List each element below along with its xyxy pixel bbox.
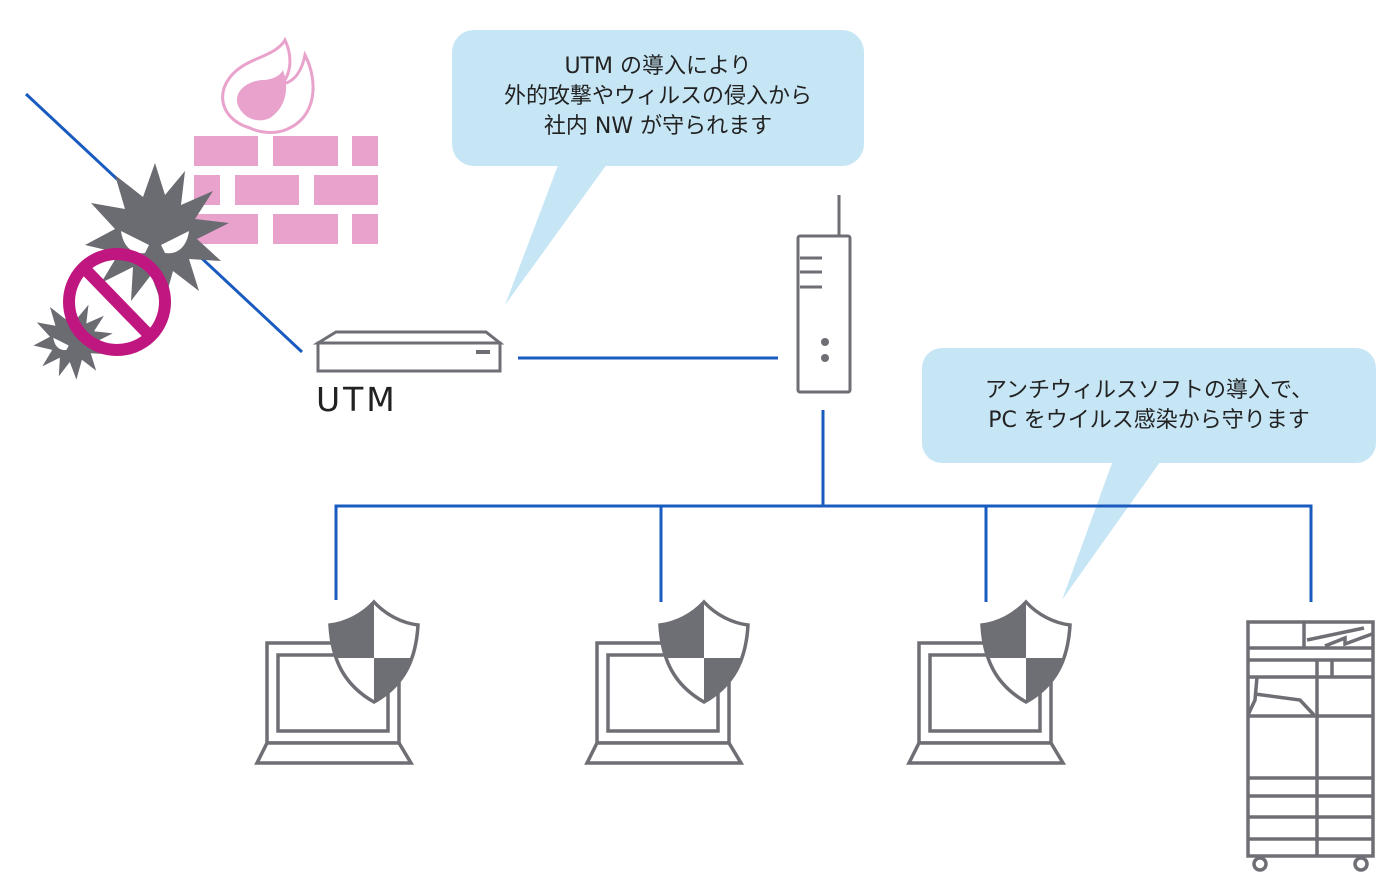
- shield-icon: [328, 599, 420, 705]
- utm-label: UTM: [316, 380, 398, 419]
- laptop-body: [254, 641, 415, 765]
- protected-laptops: [254, 599, 1072, 765]
- utm-callout-bubble: [452, 30, 864, 305]
- router-icon: [796, 195, 852, 394]
- laptop-icon-2: [584, 599, 750, 765]
- flame-icon: [221, 36, 315, 134]
- utm-device-icon: [312, 330, 505, 373]
- callout-line: 社内 NW が守られます: [543, 114, 773, 139]
- firewall-icon: [194, 36, 378, 244]
- laptop-icon-3: [906, 599, 1072, 765]
- callout-line: 外的攻撃やウィルスの侵入から: [503, 84, 812, 109]
- antivirus-callout-bubble: [922, 348, 1376, 600]
- callout-line: PC をウイルス感染から守ります: [988, 408, 1310, 433]
- laptop-icon-1: [254, 599, 420, 765]
- callout-line: アンチウィルスソフトの導入で、: [984, 378, 1314, 403]
- shield-icon: [980, 599, 1072, 705]
- antivirus-callout-text: アンチウィルスソフトの導入で、 PC をウイルス感染から守ります: [922, 376, 1376, 436]
- shield-icon: [658, 599, 750, 705]
- utm-callout-text: UTM の導入により 外的攻撃やウィルスの侵入から 社内 NW が守られます: [452, 52, 864, 142]
- virus-icon: [33, 163, 229, 380]
- block-sign-icon: [63, 248, 171, 356]
- printer-icon: [1246, 620, 1375, 872]
- callout-line: UTM の導入により: [564, 54, 752, 79]
- lan-bus: [334, 504, 1313, 602]
